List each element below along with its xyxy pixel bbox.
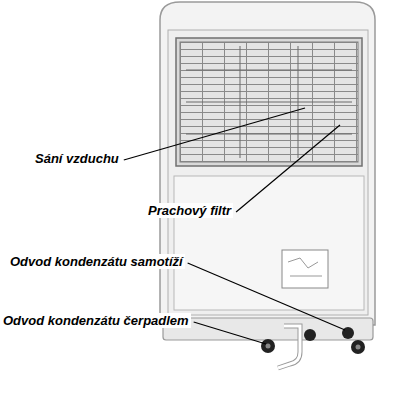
illustration-part xyxy=(288,258,322,276)
leader-line xyxy=(124,108,305,160)
illustration-part xyxy=(180,42,358,162)
lower-panel xyxy=(174,176,364,310)
illustration-part xyxy=(278,326,300,368)
illustration-part xyxy=(186,134,352,135)
part-label: Sání vzduchu xyxy=(33,151,121,166)
castor-wheels xyxy=(261,327,365,354)
illustration-part xyxy=(186,102,352,103)
illustration-part xyxy=(186,70,352,71)
illustration-part xyxy=(351,340,365,354)
device-base xyxy=(163,318,373,368)
illustration-part xyxy=(168,30,368,315)
illustration-part xyxy=(342,327,354,339)
illustration-part xyxy=(304,329,316,341)
illustration-part xyxy=(240,46,241,158)
device-body xyxy=(160,2,375,325)
part-label: Odvod kondenzátu samotíží xyxy=(8,254,185,269)
illustration-part xyxy=(261,339,275,353)
leader-line xyxy=(188,263,345,330)
air-intake-grille xyxy=(176,38,362,166)
illustration-part xyxy=(160,2,375,325)
illustration-part xyxy=(266,344,271,349)
illustration-part xyxy=(278,326,300,368)
illustration-part xyxy=(176,38,362,166)
illustration-part xyxy=(174,176,364,310)
illustration-part xyxy=(356,345,361,350)
part-label: Prachový filtr xyxy=(146,203,233,218)
leader-line xyxy=(194,322,266,344)
illustration-part xyxy=(298,46,299,158)
part-label: Odvod kondenzátu čerpadlem xyxy=(1,313,191,328)
leader-lines xyxy=(124,108,345,344)
leader-line xyxy=(236,125,340,212)
illustration-part xyxy=(282,250,328,288)
